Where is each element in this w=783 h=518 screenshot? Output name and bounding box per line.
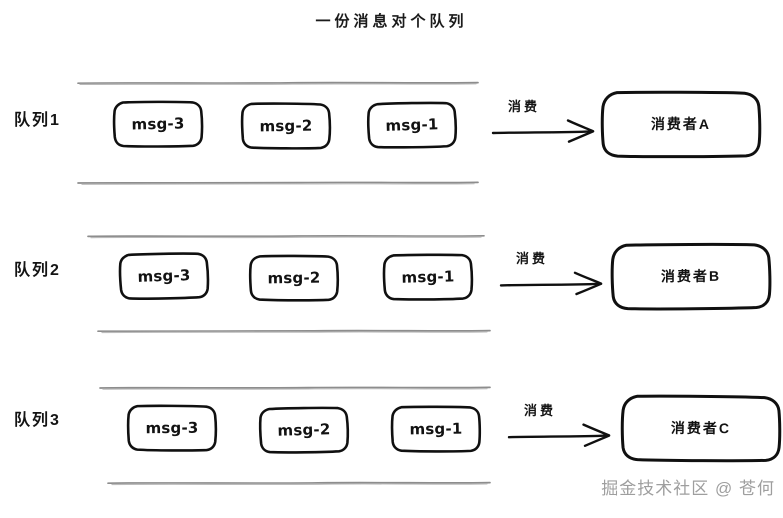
consumer-box[interactable]: 消费者C	[620, 393, 782, 463]
message-label: msg-1	[409, 419, 463, 439]
queue-label-2: 队列2	[14, 262, 61, 279]
message-label: msg-3	[137, 266, 191, 286]
consumer-box[interactable]: 消费者A	[600, 90, 762, 159]
queue-row: 队列1 msg-3 msg-2 msg-1	[0, 68, 783, 218]
message-label: msg-1	[401, 267, 455, 287]
message-box[interactable]: msg-1	[390, 405, 482, 453]
message-label: msg-2	[259, 116, 313, 136]
consumer-label: 消费者B	[660, 267, 722, 285]
message-label: msg-1	[385, 115, 439, 135]
consume-arrow-2: 消费	[499, 248, 610, 300]
consumer-box[interactable]: 消费者B	[610, 241, 772, 311]
message-box[interactable]: msg-2	[240, 102, 332, 151]
message-label: msg-2	[267, 268, 321, 288]
diagram-canvas: 一份消息对个队列 队列1 msg-3 msg-2 msg-1	[0, 13, 783, 498]
message-box[interactable]: msg-2	[248, 254, 340, 303]
consumer-label: 消费者C	[670, 419, 732, 437]
message-box[interactable]: msg-3	[118, 251, 211, 300]
queue-row: 队列3 msg-3 msg-2 msg-1	[0, 368, 783, 518]
message-box[interactable]: msg-1	[366, 101, 458, 150]
queue-label-3: 队列3	[14, 412, 61, 429]
watermark: 掘金技术社区 @ 苍何	[601, 479, 775, 498]
consumer-label: 消费者A	[650, 116, 712, 132]
queue-rail-bottom	[97, 328, 491, 334]
message-box[interactable]: msg-3	[112, 100, 204, 148]
message-label: msg-3	[145, 418, 199, 438]
queue-rail-bottom	[77, 180, 479, 185]
queue-row: 队列2 msg-3 msg-2 msg-1	[0, 218, 783, 368]
queue-rail-top	[77, 80, 479, 85]
message-label: msg-2	[277, 420, 331, 440]
message-label: msg-3	[131, 114, 185, 134]
queue-rail-top	[99, 385, 491, 390]
arrow-label: 消费	[508, 99, 541, 114]
queue-label-1: 队列1	[14, 112, 61, 129]
queue-rail-top	[87, 233, 485, 239]
queue-rail-bottom	[107, 480, 491, 486]
arrow-label: 消费	[524, 403, 557, 418]
message-box[interactable]: msg-1	[382, 253, 474, 301]
arrow-label: 消费	[516, 251, 549, 266]
page-title: 一份消息对个队列	[315, 13, 468, 30]
consume-arrow-1: 消费	[491, 96, 602, 148]
message-box[interactable]: msg-2	[258, 406, 350, 455]
consume-arrow-3: 消费	[507, 400, 618, 452]
message-box[interactable]: msg-3	[126, 404, 218, 453]
